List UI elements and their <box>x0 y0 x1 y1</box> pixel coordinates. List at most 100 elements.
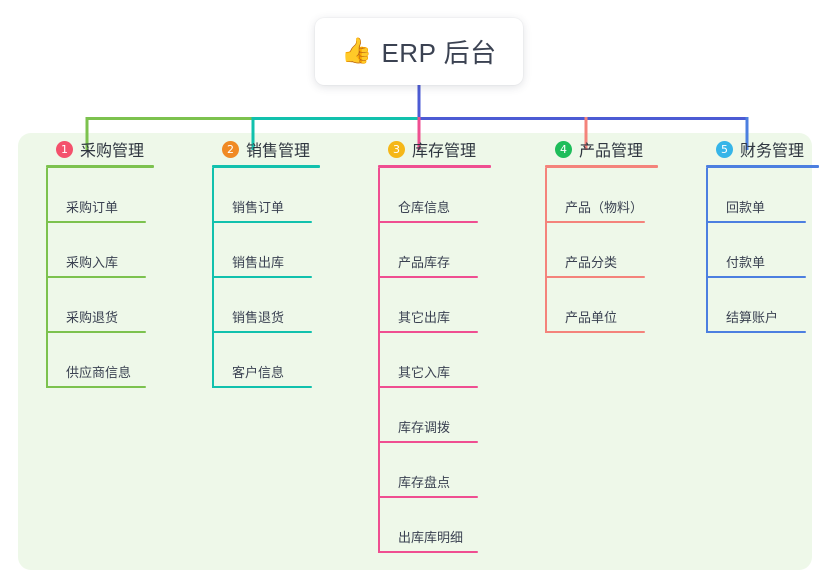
module-header-rule <box>378 165 491 168</box>
module-item[interactable]: 出库库明细 <box>378 498 526 553</box>
module-title: 产品管理 <box>579 143 644 160</box>
module-number-badge: 4 <box>555 140 572 158</box>
module-title: 采购管理 <box>80 143 145 160</box>
module-header-4[interactable]: 4 产品管理 <box>533 133 693 165</box>
module-item-label: 销售退货 <box>232 310 285 325</box>
module-column-3: 3 库存管理仓库信息产品库存其它出库其它入库库存调拨库存盘点出库库明细 <box>366 133 526 553</box>
module-item-rule <box>46 221 146 223</box>
module-title: 财务管理 <box>740 143 805 160</box>
module-item-rule <box>46 386 146 388</box>
module-item-rule <box>378 221 478 223</box>
module-item-rule <box>212 386 312 388</box>
module-spine <box>378 168 380 553</box>
module-item-rule <box>212 276 312 278</box>
module-column-5: 5 财务管理回款单付款单结算账户 <box>694 133 839 333</box>
module-item[interactable]: 其它出库 <box>378 278 526 333</box>
root-title: ERP 后台 <box>381 38 497 68</box>
module-number-badge: 5 <box>716 140 733 158</box>
module-item-label: 回款单 <box>726 200 766 215</box>
module-item[interactable]: 客户信息 <box>212 333 360 388</box>
module-item-list: 采购订单采购入库采购退货供应商信息 <box>46 168 194 388</box>
module-item-rule <box>378 551 478 553</box>
module-item[interactable]: 回款单 <box>706 168 839 223</box>
module-item-label: 其它出库 <box>398 310 451 325</box>
module-number-badge: 1 <box>56 140 73 158</box>
module-item-rule <box>378 496 478 498</box>
module-item-label: 付款单 <box>726 255 766 270</box>
module-item-label: 出库库明细 <box>398 530 464 545</box>
module-item-list: 回款单付款单结算账户 <box>706 168 839 333</box>
module-item-label: 其它入库 <box>398 365 451 380</box>
module-item-label: 仓库信息 <box>398 200 451 215</box>
module-item-rule <box>212 331 312 333</box>
module-item-label: 结算账户 <box>726 310 779 325</box>
module-item[interactable]: 采购入库 <box>46 223 194 278</box>
module-item-rule <box>212 221 312 223</box>
module-item-label: 产品库存 <box>398 255 451 270</box>
module-number-badge: 3 <box>388 140 405 158</box>
root-node[interactable]: 👍 ERP 后台 <box>315 18 523 85</box>
module-header-rule <box>46 165 154 168</box>
module-item-label: 采购订单 <box>66 200 119 215</box>
module-item-list: 仓库信息产品库存其它出库其它入库库存调拨库存盘点出库库明细 <box>378 168 526 553</box>
module-item[interactable]: 销售退货 <box>212 278 360 333</box>
module-header-rule <box>212 165 320 168</box>
module-item[interactable]: 产品（物料） <box>545 168 693 223</box>
module-item-label: 采购退货 <box>66 310 119 325</box>
module-item[interactable]: 其它入库 <box>378 333 526 388</box>
module-item-rule <box>378 386 478 388</box>
module-item-rule <box>545 276 645 278</box>
module-item-label: 库存盘点 <box>398 475 451 490</box>
module-title: 销售管理 <box>246 143 311 160</box>
module-item[interactable]: 销售出库 <box>212 223 360 278</box>
module-number-badge: 2 <box>222 140 239 158</box>
module-item-rule <box>378 331 478 333</box>
module-item[interactable]: 采购订单 <box>46 168 194 223</box>
module-item-list: 产品（物料） 产品分类产品单位 <box>545 168 693 333</box>
module-item-list: 销售订单销售出库销售退货客户信息 <box>212 168 360 388</box>
module-item[interactable]: 库存盘点 <box>378 443 526 498</box>
module-item-rule <box>706 221 806 223</box>
module-item[interactable]: 销售订单 <box>212 168 360 223</box>
module-header-2[interactable]: 2 销售管理 <box>200 133 360 165</box>
module-item-label: 供应商信息 <box>66 365 132 380</box>
module-item-label: 产品分类 <box>565 255 618 270</box>
module-header-rule <box>706 165 819 168</box>
module-item[interactable]: 结算账户 <box>706 278 839 333</box>
module-item-rule <box>378 441 478 443</box>
module-column-1: 1 采购管理采购订单采购入库采购退货供应商信息 <box>34 133 194 388</box>
module-column-2: 2 销售管理销售订单销售出库销售退货客户信息 <box>200 133 360 388</box>
module-item-label: 产品（物料） <box>565 200 644 215</box>
module-header-3[interactable]: 3 库存管理 <box>366 133 526 165</box>
module-item[interactable]: 产品单位 <box>545 278 693 333</box>
module-item[interactable]: 产品库存 <box>378 223 526 278</box>
module-item[interactable]: 库存调拨 <box>378 388 526 443</box>
module-header-1[interactable]: 1 采购管理 <box>34 133 194 165</box>
module-spine <box>212 168 214 388</box>
module-title: 库存管理 <box>412 143 477 160</box>
root-node-content: 👍 ERP 后台 <box>341 33 496 70</box>
module-columns: 1 采购管理采购订单采购入库采购退货供应商信息 2 销售管理销售订单销售出库销售退货客… <box>0 133 839 570</box>
module-item-rule <box>46 331 146 333</box>
module-item-rule <box>378 276 478 278</box>
module-item-rule <box>545 221 645 223</box>
module-item[interactable]: 产品分类 <box>545 223 693 278</box>
module-item[interactable]: 仓库信息 <box>378 168 526 223</box>
module-item-label: 销售出库 <box>232 255 285 270</box>
module-item-rule <box>545 331 645 333</box>
module-item-label: 销售订单 <box>232 200 285 215</box>
module-item-rule <box>46 276 146 278</box>
module-item-label: 客户信息 <box>232 365 285 380</box>
module-item[interactable]: 供应商信息 <box>46 333 194 388</box>
module-spine <box>46 168 48 388</box>
module-item[interactable]: 付款单 <box>706 223 839 278</box>
module-spine <box>545 168 547 333</box>
module-item-rule <box>706 276 806 278</box>
module-item-label: 库存调拨 <box>398 420 451 435</box>
module-spine <box>706 168 708 333</box>
module-item[interactable]: 采购退货 <box>46 278 194 333</box>
module-column-4: 4 产品管理产品（物料） 产品分类产品单位 <box>533 133 693 333</box>
thumbs-up-icon: 👍 <box>341 37 373 65</box>
module-header-5[interactable]: 5 财务管理 <box>694 133 839 165</box>
